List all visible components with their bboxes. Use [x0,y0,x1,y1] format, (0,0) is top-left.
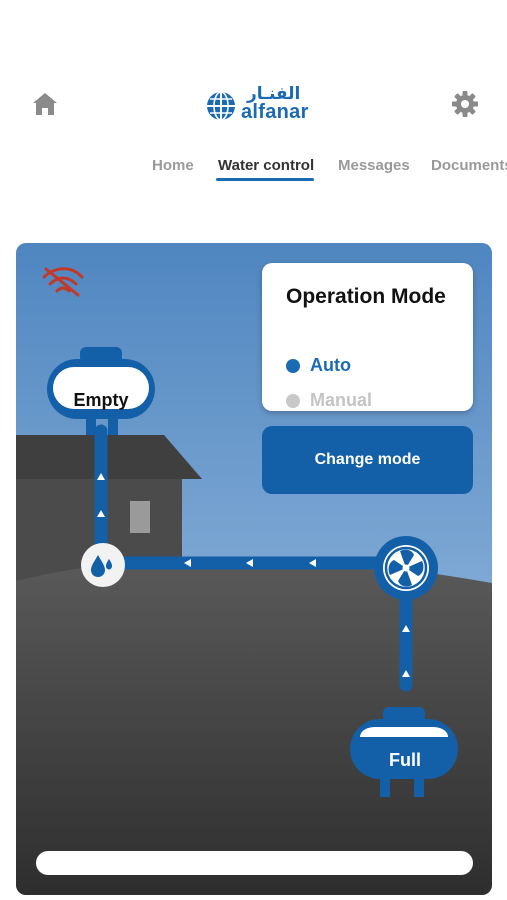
top-bar: الفنـار alfanar [0,78,507,130]
bottom-bar [36,851,473,875]
tab-documents[interactable]: Documents [431,157,507,174]
tab-bar: Home Water control Messages Documents [0,150,507,186]
upper-tank-status: Empty [73,390,129,410]
active-tab-indicator [216,178,314,181]
tab-messages[interactable]: Messages [338,157,410,174]
change-mode-button[interactable]: Change mode [262,426,473,494]
wifi-off-icon [42,267,84,297]
operation-mode-panel: Operation Mode Auto Manual [262,263,473,411]
water-control-card: Empty Full Operation Mode Auto Manual Ch… [16,243,492,895]
upper-tank [47,347,155,435]
water-drop-icon [81,543,125,587]
mode-option-label: Auto [310,355,351,375]
logo-text: alfanar [241,101,309,123]
tab-water-control[interactable]: Water control [218,157,315,174]
logo-arabic-text: الفنـار [247,84,301,103]
home-button[interactable] [30,90,60,118]
globe-logo-icon [207,91,235,121]
mode-option-auto[interactable]: Auto [286,355,351,376]
tab-home[interactable]: Home [152,157,194,174]
gear-icon [452,91,478,117]
mode-option-label: Manual [310,390,373,410]
home-icon [33,93,57,115]
radio-unselected-icon [286,393,300,408]
mode-option-manual[interactable]: Manual [286,390,372,411]
fan-icon [374,536,438,600]
operation-mode-title: Operation Mode [286,285,446,308]
settings-button[interactable] [450,89,480,119]
radio-selected-icon [286,358,300,373]
alfanar-logo: الفنـار alfanar [205,84,308,124]
flow-arrows [97,473,410,677]
ground [16,557,492,895]
lower-tank [350,707,458,797]
lower-tank-status: Full [389,750,421,770]
